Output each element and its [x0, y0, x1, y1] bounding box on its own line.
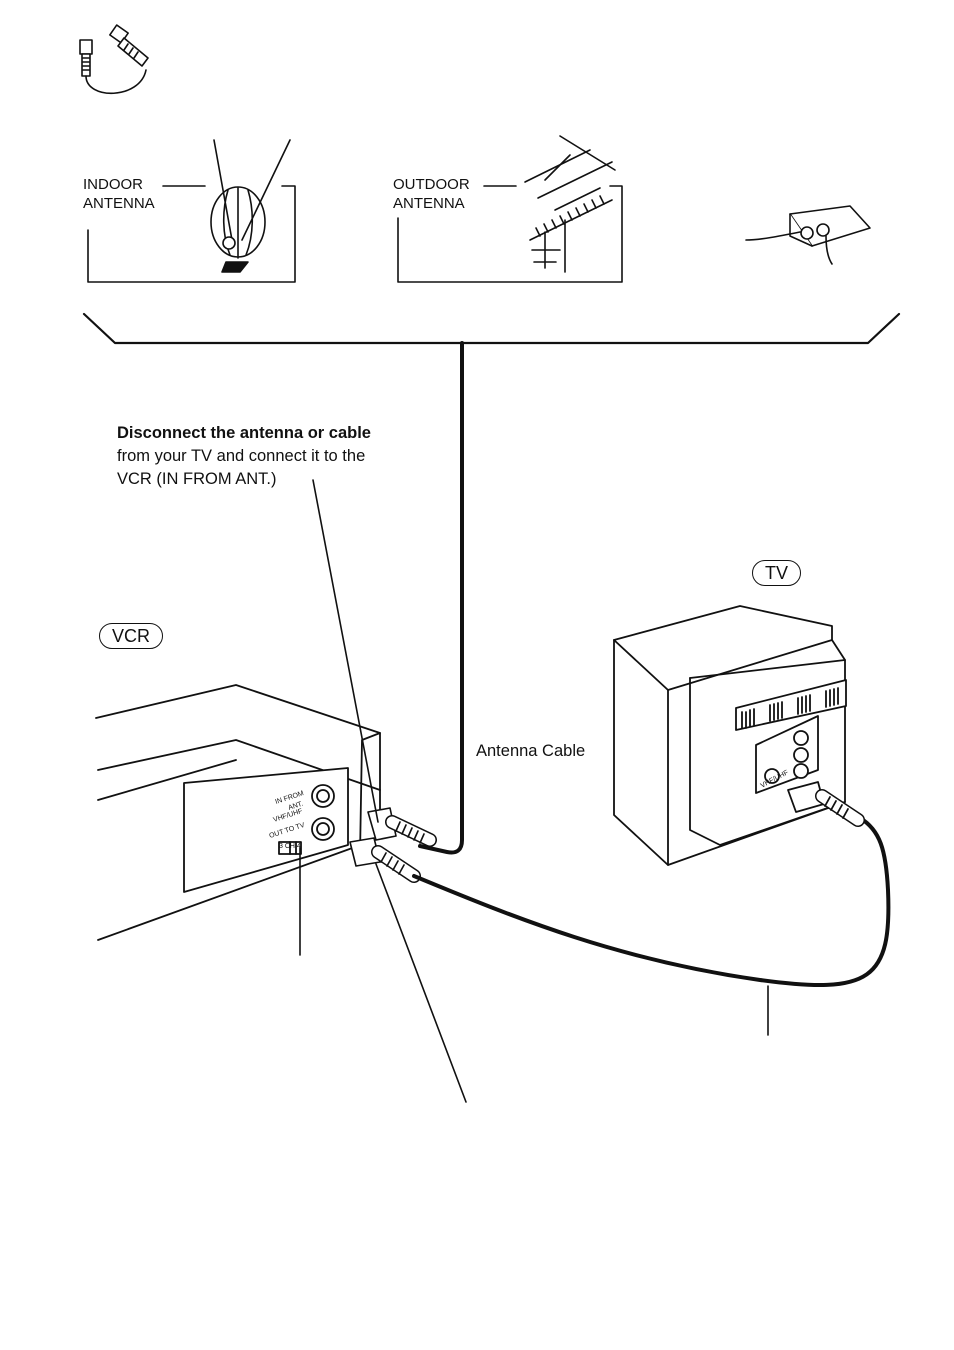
source-bracket — [84, 314, 899, 343]
antenna-feed-line — [420, 343, 462, 853]
rf-cable-icon — [80, 25, 148, 93]
cable-box-illustration — [746, 206, 870, 264]
vcr-badge: VCR — [99, 623, 163, 649]
tv-badge: TV — [752, 560, 801, 586]
tv-illustration — [614, 606, 858, 865]
svg-text:3 CH 4: 3 CH 4 — [279, 843, 301, 850]
antenna-cable-label: Antenna Cable — [476, 742, 585, 761]
outdoor-antenna-label: OUTDOOR ANTENNA — [393, 175, 470, 213]
vcr-illustration — [96, 685, 380, 940]
indoor-antenna-label: INDOOR ANTENNA — [83, 175, 155, 213]
instruction-caption: Disconnect the antenna or cable from you… — [117, 422, 371, 491]
